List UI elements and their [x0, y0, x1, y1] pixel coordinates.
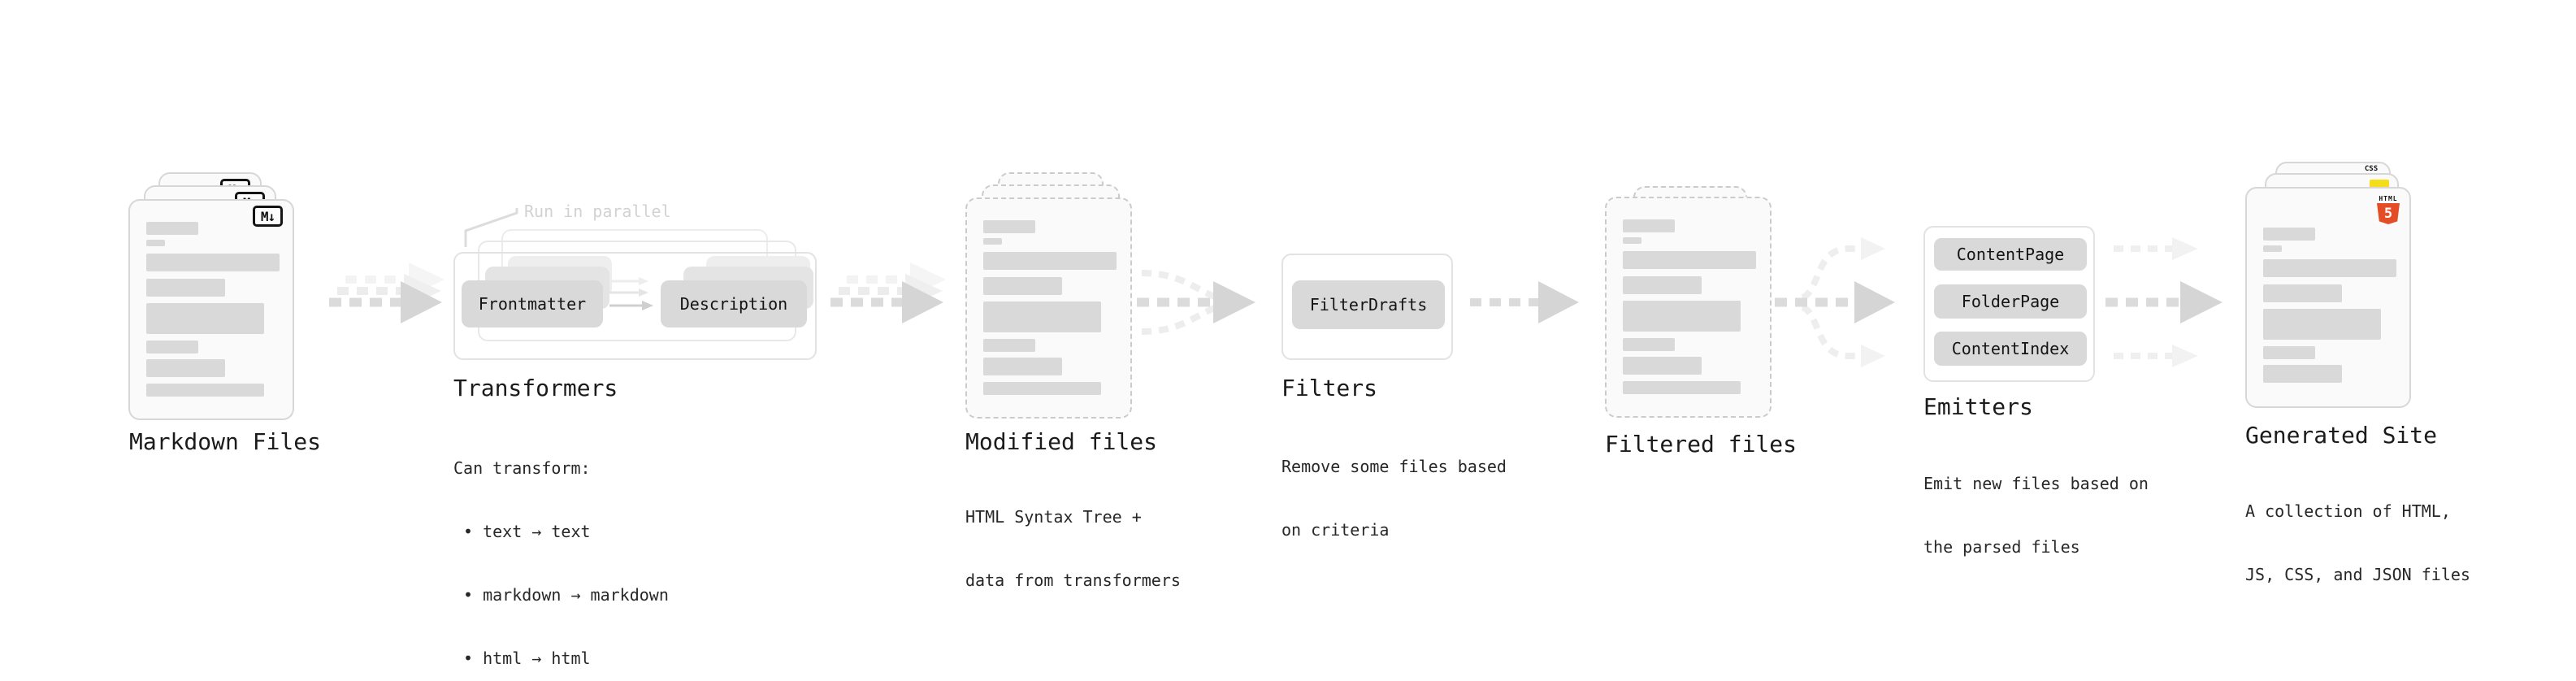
description-line: A collection of HTML, — [2245, 501, 2451, 521]
markdown-icon: M↓ — [253, 206, 283, 227]
text-line-placeholder — [1623, 338, 1675, 351]
file-content-placeholder — [2247, 189, 2409, 383]
transformer-box-front — [453, 252, 817, 360]
description-line: data from transformers — [965, 570, 1181, 590]
text-line-placeholder — [1623, 276, 1702, 294]
text-line-placeholder — [146, 340, 198, 354]
emitter-content-index-pill: ContentIndex — [1934, 332, 2087, 366]
text-line-placeholder — [1623, 301, 1741, 332]
dashed-arrow — [830, 281, 943, 323]
dashed-arrow — [329, 281, 442, 323]
filtered-file-card-front — [1605, 197, 1772, 418]
text-line-placeholder — [1623, 381, 1741, 394]
description-line: • markdown → markdown — [463, 585, 669, 605]
arrow-filters-to-filtered — [1470, 281, 1579, 323]
stage-label-markdown-files: Markdown Files — [128, 428, 321, 455]
file-content-placeholder — [1607, 198, 1770, 394]
text-line-placeholder — [1623, 219, 1675, 232]
text-line-placeholder — [146, 303, 264, 334]
text-line-placeholder — [146, 279, 225, 297]
text-line-placeholder — [983, 382, 1101, 395]
description-line: Remove some files based — [1281, 457, 1507, 476]
emitter-folder-page-pill: FolderPage — [1934, 284, 2087, 319]
transform-flow-arrows — [609, 277, 653, 310]
emitters-description: Emit new files based on the parsed files — [1923, 431, 2149, 600]
text-line-placeholder — [983, 238, 1002, 245]
description-line: on criteria — [1281, 520, 1390, 540]
text-line-placeholder — [2263, 245, 2282, 252]
description-line: the parsed files — [1923, 537, 2080, 557]
generated-site-description: A collection of HTML, JS, CSS, and JSON … — [2245, 458, 2470, 627]
file-content-placeholder — [130, 201, 293, 397]
text-line-placeholder — [983, 252, 1117, 270]
text-line-placeholder — [146, 222, 198, 235]
description-line: • html → html — [463, 648, 591, 668]
arrow-markdown-to-transformers — [329, 262, 445, 323]
description-line: Emit new files based on — [1923, 474, 2149, 493]
arrow-fan-out-to-emitters — [1775, 237, 1895, 367]
arrows-emitters-to-generated — [2105, 237, 2223, 367]
text-line-placeholder — [146, 240, 165, 246]
description-line: JS, CSS, and JSON files — [2245, 565, 2470, 584]
annotation-leader-line — [464, 208, 518, 247]
transformer-input-pill: Frontmatter — [462, 280, 603, 327]
transformer-output-pill: Description — [661, 280, 807, 327]
run-in-parallel-annotation: Run in parallel — [524, 202, 671, 221]
arrow-fan-in-to-filters — [1137, 270, 1255, 335]
emitter-content-page-pill: ContentPage — [1934, 238, 2087, 271]
generated-file-card-front: HTML 5 — [2245, 187, 2411, 408]
text-line-placeholder — [146, 359, 225, 377]
text-line-placeholder — [1623, 237, 1641, 244]
text-line-placeholder — [2263, 346, 2315, 359]
text-line-placeholder — [983, 339, 1035, 352]
text-line-placeholder — [146, 254, 280, 271]
text-line-placeholder — [2263, 228, 2315, 241]
stage-label-filters: Filters — [1281, 375, 1378, 401]
text-line-placeholder — [983, 277, 1062, 295]
text-line-placeholder — [1623, 251, 1756, 269]
stage-label-filtered-files: Filtered files — [1605, 431, 1798, 458]
modified-file-card-front — [965, 197, 1132, 419]
text-line-placeholder — [2263, 284, 2342, 302]
text-line-placeholder — [2263, 309, 2381, 340]
stage-label-transformers: Transformers — [453, 375, 618, 401]
filter-drafts-pill: FilterDrafts — [1292, 280, 1445, 329]
stage-label-modified-files: Modified files — [965, 428, 1158, 455]
filters-description: Remove some files based on criteria — [1281, 414, 1507, 583]
file-content-placeholder — [967, 199, 1130, 395]
arrow-transformers-to-modified — [830, 262, 946, 323]
html5-icon: HTML 5 — [2377, 195, 2400, 224]
text-line-placeholder — [983, 220, 1035, 233]
stage-label-emitters: Emitters — [1923, 393, 2033, 420]
text-line-placeholder — [1623, 357, 1702, 375]
stage-label-generated-site: Generated Site — [2245, 422, 2438, 449]
transformers-description: Can transform: • text → text • markdown … — [453, 415, 669, 681]
modified-files-description: HTML Syntax Tree + data from transformer… — [965, 464, 1181, 633]
text-line-placeholder — [2263, 259, 2396, 277]
text-line-placeholder — [983, 301, 1101, 332]
text-line-placeholder — [146, 384, 264, 397]
description-line: HTML Syntax Tree + — [965, 507, 1142, 527]
text-line-placeholder — [2263, 365, 2342, 383]
description-line: • text → text — [463, 522, 591, 541]
text-line-placeholder — [983, 358, 1062, 375]
description-line: Can transform: — [453, 458, 591, 478]
markdown-file-card-front: M↓ — [128, 199, 294, 420]
emitters-box — [1923, 226, 2095, 382]
filters-box — [1281, 254, 1453, 360]
